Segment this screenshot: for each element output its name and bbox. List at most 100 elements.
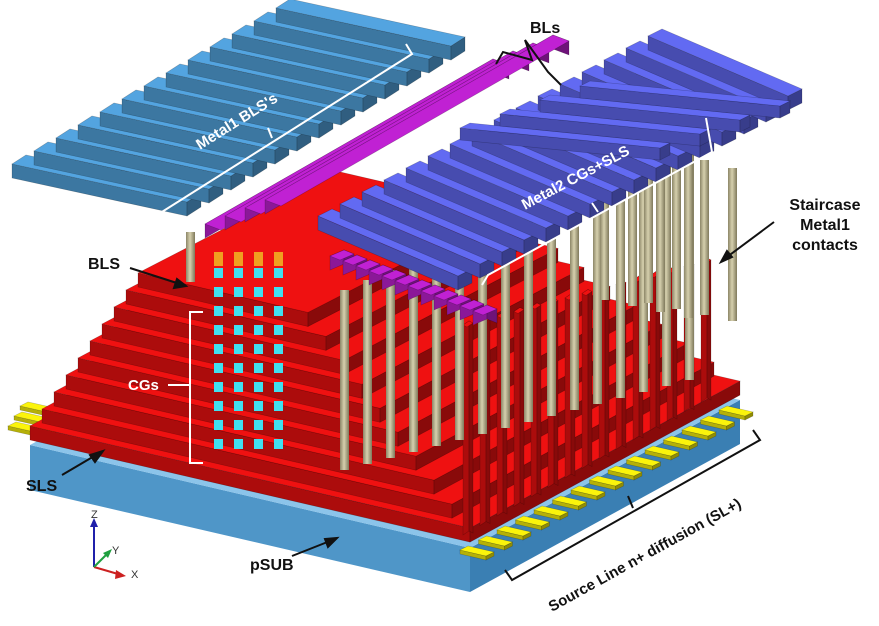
bl-contact — [214, 252, 223, 266]
staircase-label-line3: contacts — [792, 237, 858, 254]
channel-segment — [214, 306, 223, 316]
channel-segment — [274, 268, 283, 278]
bls-top-bracket — [495, 39, 562, 86]
staircase-contacts-label: Staircase Metal1 contacts — [775, 196, 875, 256]
staircase-label-line1: Staircase — [789, 197, 861, 214]
contact-pillar — [501, 220, 510, 428]
channel-segment — [214, 344, 223, 354]
channel-segment — [214, 401, 223, 411]
channel-segment — [274, 420, 283, 430]
axis-x-label: X — [131, 569, 139, 581]
axis-gizmo: Z Y X — [90, 509, 139, 581]
bls-label: BLS — [88, 256, 120, 273]
metal2-bracket — [481, 117, 714, 286]
bit-line-cap-top — [394, 274, 420, 286]
diffusion-strip-top — [681, 425, 717, 437]
diffusion-strip-top — [644, 445, 680, 457]
cgs-label: CGs — [128, 377, 159, 394]
metal2-line-top — [647, 28, 803, 97]
diffusion-strip-top — [625, 455, 662, 467]
diffusion-strip-top — [533, 505, 569, 517]
channel-segment — [274, 382, 283, 392]
bit-line-cap-top — [329, 249, 355, 261]
diffusion-strip-top — [570, 485, 606, 497]
channel-segment — [234, 325, 243, 335]
channel-segment — [254, 344, 263, 354]
contact-pillar — [478, 230, 487, 434]
cg-finger-end — [519, 307, 525, 505]
cg-finger-top — [530, 302, 542, 310]
contact-pillar — [700, 160, 709, 315]
contact-pillar — [639, 160, 648, 392]
channel-segment — [234, 363, 243, 373]
staircase-label-line2: Metal1 — [800, 217, 850, 234]
contact-pillar — [570, 190, 579, 410]
diffusion-strip-top — [459, 545, 495, 557]
contact-pillar — [600, 140, 609, 300]
contact-pillar — [593, 180, 602, 404]
metal2-cgs-sls-lines — [317, 28, 803, 291]
contact-pillar — [662, 150, 671, 386]
channel-segment — [214, 287, 223, 297]
contact-pillar — [363, 280, 372, 464]
channel-segment — [274, 439, 283, 449]
diffusion-strip-top — [718, 405, 754, 417]
contact-pillar — [656, 156, 665, 312]
metal1-bls-lines — [11, 0, 466, 217]
channel-segment — [274, 344, 283, 354]
cg-finger-end — [536, 302, 542, 496]
cg-finger — [581, 288, 589, 470]
contact-pillar — [340, 290, 349, 470]
contact-pillar — [524, 210, 533, 422]
sls-label: SLS — [26, 478, 58, 495]
bit-line-cap-top — [433, 289, 459, 301]
diffusion-strip-top — [662, 435, 699, 447]
channel-segment — [214, 325, 223, 335]
bls-top-label: BLs — [530, 20, 561, 37]
contact-pillar — [409, 260, 418, 452]
bit-lines — [204, 34, 570, 326]
cgs-bracket — [168, 311, 203, 464]
channel-segment — [254, 420, 263, 430]
bl-contact — [254, 252, 263, 266]
bit-line-cap-top — [459, 299, 485, 311]
diffusion-strip-top — [496, 525, 532, 537]
channel-segment — [254, 363, 263, 373]
contact-pillar — [628, 148, 637, 306]
bl-contact — [274, 252, 283, 266]
annotation-arrows — [61, 221, 775, 557]
contact-pillar — [455, 240, 464, 440]
channel-segment — [234, 268, 243, 278]
diffusion-strip-top — [514, 515, 551, 527]
contact-pillar — [547, 200, 556, 416]
axis-z-label: Z — [91, 509, 98, 521]
channel-segment — [214, 363, 223, 373]
channel-segment — [214, 439, 223, 449]
axis-y-label: Y — [112, 545, 120, 557]
channel-segment — [274, 401, 283, 411]
contact-pillar — [684, 164, 693, 318]
metal2-upper-line-top — [578, 80, 792, 107]
cg-finger-end — [587, 289, 593, 467]
cg-finger-top — [581, 289, 593, 296]
channel-segment — [234, 420, 243, 430]
channel-segment — [254, 268, 263, 278]
channel-segment — [254, 401, 263, 411]
cg-finger-end — [468, 320, 474, 534]
channel-segment — [254, 439, 263, 449]
diffusion-strip-top — [477, 535, 514, 547]
contact-pillar — [672, 152, 681, 309]
contact-pillar — [186, 232, 195, 282]
channel-segment — [214, 382, 223, 392]
diffusion-strip-top — [607, 465, 643, 477]
staircase-contact-pillars — [186, 140, 737, 470]
channel-segment — [234, 287, 243, 297]
contact-pillar — [728, 168, 737, 321]
channel-segment — [214, 420, 223, 430]
metal1-bracket — [139, 43, 414, 224]
bit-line-cap-top — [342, 254, 368, 266]
channel-segment — [254, 287, 263, 297]
bit-line-top — [264, 34, 570, 207]
bit-line-cap-top — [381, 269, 407, 281]
